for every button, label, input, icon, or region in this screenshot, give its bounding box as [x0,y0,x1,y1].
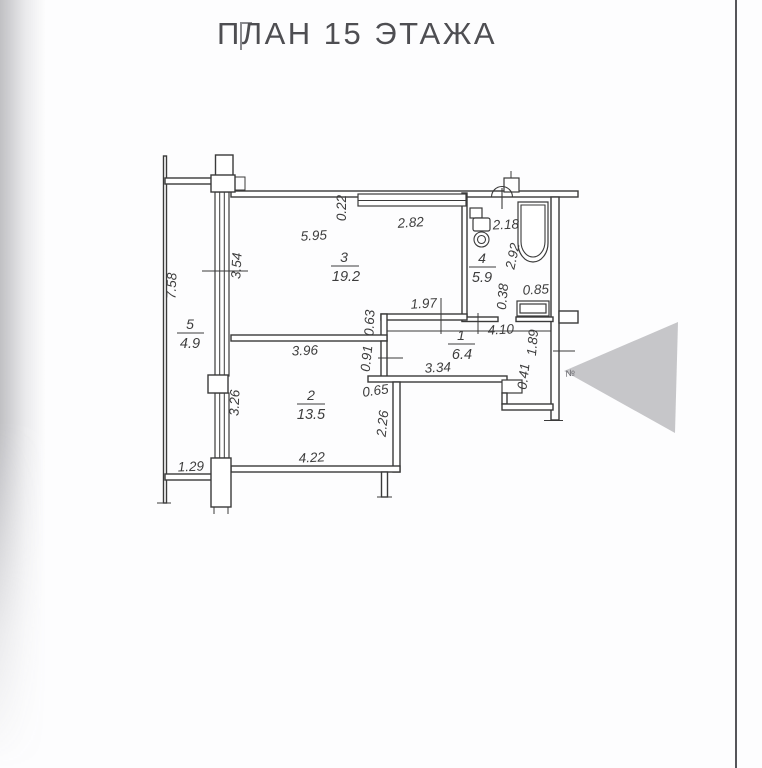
room5-number: 5 [186,316,194,332]
hall-top-wall [380,313,468,321]
balcony-top-wall [164,177,215,185]
watermark-mark: № [564,367,576,379]
dim-window-offset: 0.22 [334,194,349,221]
vestibule-bottom-wall [501,403,554,411]
toilet-tank [472,217,491,232]
hall-bottom-wall [367,375,508,383]
dim-room2-left: 3.26 [227,389,243,416]
dim-entry-wall: 1.89 [524,328,541,356]
balcony-bottom-wall [164,473,215,481]
dim-bath-width: 2.18 [491,217,519,233]
hall-duct-box [501,379,523,394]
dim-room3-width: 5.95 [300,227,328,243]
room3-number: 3 [340,249,348,265]
room2-number: 2 [306,387,315,403]
sink-icon [490,186,514,198]
bathtub-inner [520,204,546,258]
bathroom-fixtures [469,186,549,263]
dim-wall-063: 0.63 [362,309,378,336]
dim-hall-top: 1.97 [410,295,438,311]
east-wall-stub [558,310,579,324]
dim-hall-width: 4.10 [487,321,515,337]
room2-area: 13.5 [297,407,326,423]
windows [207,154,467,514]
dim-room2-top: 3.96 [291,343,318,359]
room3-area: 19.2 [332,269,360,285]
watermark-triangle [564,322,678,433]
dim-room3-left: 3.54 [228,252,244,279]
page-title: ПЛАН 15 ЭТАЖА [216,16,498,51]
room3-room2-wall [230,334,388,342]
column-block-mid [207,374,229,394]
corner-mark [240,22,252,50]
column-step [235,176,246,191]
room1-area: 6.4 [452,347,472,363]
bath-left-wall [461,192,468,322]
toilet-bowl [473,231,490,248]
dim-balcony-length: 7.58 [164,272,180,299]
wall-seg-091 [380,340,388,378]
room-labels: 3 19.2 4 5.9 1 6.4 2 13.5 5 4.9 [177,249,496,423]
column-block-cross [210,174,236,193]
dim-bath-depth: 2.92 [502,241,522,271]
balcony-outer-wall [162,155,168,504]
balcony-glazing-upper [214,191,230,377]
room2-bottom-wall [230,465,401,473]
dim-entry-side: 0.41 [514,362,532,390]
column-block-bottom [210,457,232,508]
dim-bath-niche-width: 0.85 [522,281,550,297]
room2-right-wall [392,381,401,473]
room4-area: 5.9 [472,270,492,286]
heater-box [469,207,483,219]
room5-area: 4.9 [180,336,200,352]
dim-hall-bottom: 3.34 [424,359,451,375]
dimension-labels: 7.58 3.54 5.95 0.22 2.82 2.18 2.92 0.38 … [164,194,550,474]
dim-room2-right: 2.26 [374,409,392,438]
vent-shaft-box [503,177,520,193]
dim-wall-091: 0.91 [358,345,376,373]
dim-window-width: 2.82 [396,214,425,231]
vestibule-left-wall [501,392,508,405]
dim-room2-bottom: 4.22 [298,449,326,465]
bathtub-icon [517,201,549,263]
dim-bath-niche-depth: 0.38 [494,282,511,310]
page-border-line [735,0,737,768]
dim-balcony-bottom: 1.29 [177,459,204,475]
watermark: № [564,322,678,433]
dimension-lines [202,270,575,359]
bath-bottom-wall-right [515,316,554,323]
dim-wall-065: 0.65 [361,381,390,400]
toilet-bowl-inner [476,234,487,245]
bottom-wall-stub [380,471,389,498]
room1-number: 1 [457,327,465,343]
east-wall [550,196,560,421]
room4-number: 4 [478,250,486,266]
bath-niche-inner [519,303,547,314]
